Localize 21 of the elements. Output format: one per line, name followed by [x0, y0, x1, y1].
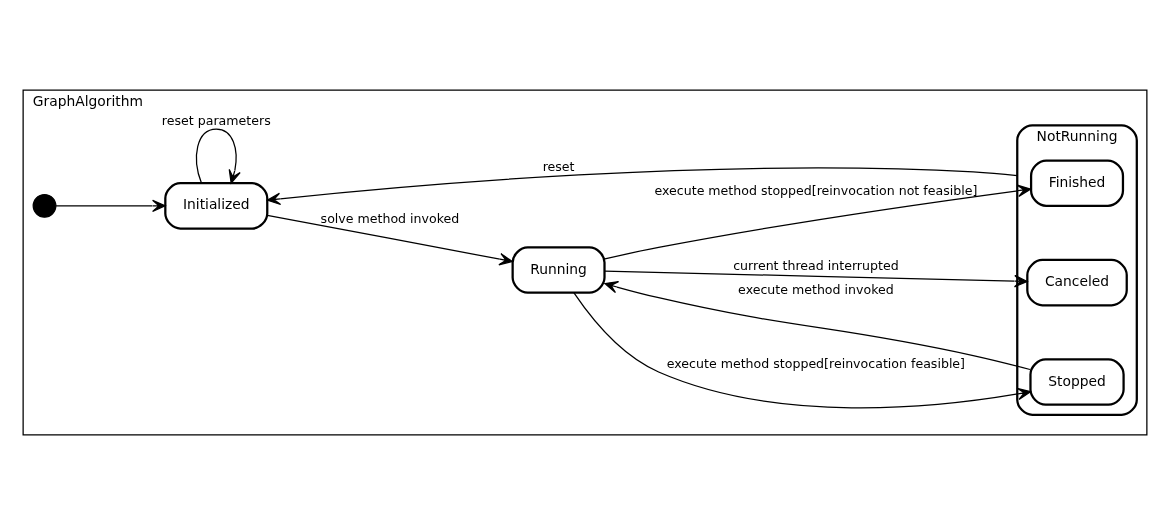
node-box: Running [511, 246, 606, 294]
edge-label: reset parameters [161, 113, 271, 129]
edge-label: execute method stopped[reinvocation not feasible] [654, 182, 978, 198]
arrow [604, 270, 1028, 288]
node-circle [32, 193, 57, 218]
edge-label: current thread interrupted [733, 258, 899, 274]
node-box: Canceled [1026, 258, 1128, 307]
arrow [266, 214, 513, 266]
arrow [55, 199, 166, 213]
arrow [195, 128, 241, 184]
node-box: Initialized [164, 182, 269, 230]
arrow [604, 280, 1031, 371]
edge-label: reset [542, 158, 575, 174]
edge-label: execute method stopped[reinvocation feasible] [666, 356, 966, 372]
arrow [604, 184, 1032, 260]
edge-label: solve method invoked [320, 211, 460, 227]
node-box: Stopped [1029, 358, 1125, 406]
arrow [573, 292, 1032, 409]
node-box: Finished [1029, 159, 1125, 207]
arrow [266, 167, 1018, 206]
edge-label: execute method invoked [738, 281, 894, 297]
